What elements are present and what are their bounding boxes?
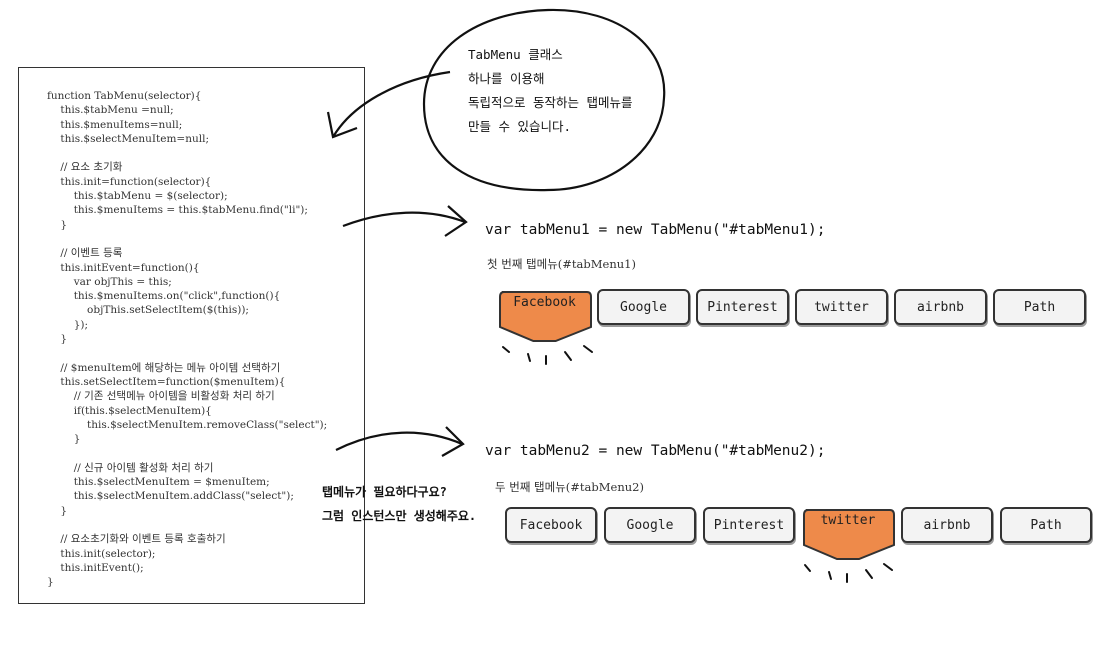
- tab-path[interactable]: Path: [1000, 507, 1092, 543]
- tab-label: Pinterest: [713, 517, 785, 533]
- selected-tab-shape: [803, 509, 895, 560]
- tab-airbnb[interactable]: airbnb: [901, 507, 993, 543]
- instance-note: 탭메뉴가 필요하다구요? 그럼 인스턴스만 생성해주요.: [322, 480, 476, 528]
- tab-google[interactable]: Google: [604, 507, 696, 543]
- speech-bubble-text: TabMenu 클래스 하나를 이용해 독립적으로 동작하는 탭메뉴를 만들 수…: [468, 43, 668, 139]
- tab-label: Pinterest: [707, 299, 778, 315]
- arrow-bubble-to-code: [332, 70, 451, 138]
- example2-declaration: var tabMenu2 = new TabMenu("#tabMenu2);: [485, 443, 826, 459]
- tab-label: airbnb: [923, 517, 971, 533]
- note-line: 탭메뉴가 필요하다구요?: [322, 485, 447, 499]
- code-panel: function TabMenu(selector){ this.$tabMen…: [18, 67, 365, 604]
- tab-twitter[interactable]: twitter: [795, 289, 888, 325]
- tab-label: Facebook: [519, 517, 583, 533]
- tab-label: Path: [1023, 299, 1056, 315]
- tab-menu-1: Facebook Google Pinterest twitter airbnb Path: [498, 289, 1090, 349]
- tab-airbnb[interactable]: airbnb: [894, 289, 987, 325]
- example1-declaration: var tabMenu1 = new TabMenu("#tabMenu1);: [485, 222, 826, 238]
- arrow-to-example1-head: [444, 205, 468, 237]
- tab-label: Path: [1030, 517, 1062, 533]
- arrow-to-example1: [342, 211, 466, 228]
- tab-label: Google: [626, 517, 674, 533]
- tab-label: twitter: [820, 513, 876, 528]
- bubble-line: 만들 수 있습니다.: [468, 119, 572, 134]
- bubble-line: 하나를 이용해: [468, 71, 545, 86]
- tab-twitter[interactable]: twitter: [802, 507, 895, 563]
- tab-facebook[interactable]: Facebook: [498, 289, 592, 345]
- tab-pinterest[interactable]: Pinterest: [696, 289, 789, 325]
- example2-label: 두 번째 탭메뉴(#tabMenu2): [495, 480, 644, 494]
- tab-path[interactable]: Path: [993, 289, 1086, 325]
- highlight-rays-2: [804, 563, 893, 583]
- note-line: 그럼 인스턴스만 생성해주요.: [322, 509, 477, 523]
- tab-label: Google: [620, 299, 667, 315]
- speech-bubble: [422, 8, 666, 192]
- bubble-line: TabMenu 클래스: [468, 47, 563, 62]
- bubble-line: 독립적으로 동작하는 탭메뉴를: [468, 95, 633, 110]
- arrow-bubble-to-code-head: [326, 111, 358, 139]
- selected-tab-shape: [499, 291, 592, 342]
- tab-label: twitter: [814, 299, 869, 315]
- tab-google[interactable]: Google: [597, 289, 690, 325]
- arrow-to-example2: [335, 431, 463, 451]
- arrow-to-example2-head: [441, 426, 465, 457]
- tab-label: Facebook: [513, 295, 576, 310]
- example1-label: 첫 번째 탭메뉴(#tabMenu1): [487, 257, 636, 271]
- tab-facebook[interactable]: Facebook: [505, 507, 597, 543]
- tab-pinterest[interactable]: Pinterest: [703, 507, 795, 543]
- highlight-rays-1: [502, 345, 593, 365]
- tab-label: airbnb: [917, 299, 964, 315]
- tabmenu-class-code: function TabMenu(selector){ this.$tabMen…: [47, 90, 328, 589]
- tab-menu-2: Facebook Google Pinterest twitter airbnb Path: [505, 507, 1095, 567]
